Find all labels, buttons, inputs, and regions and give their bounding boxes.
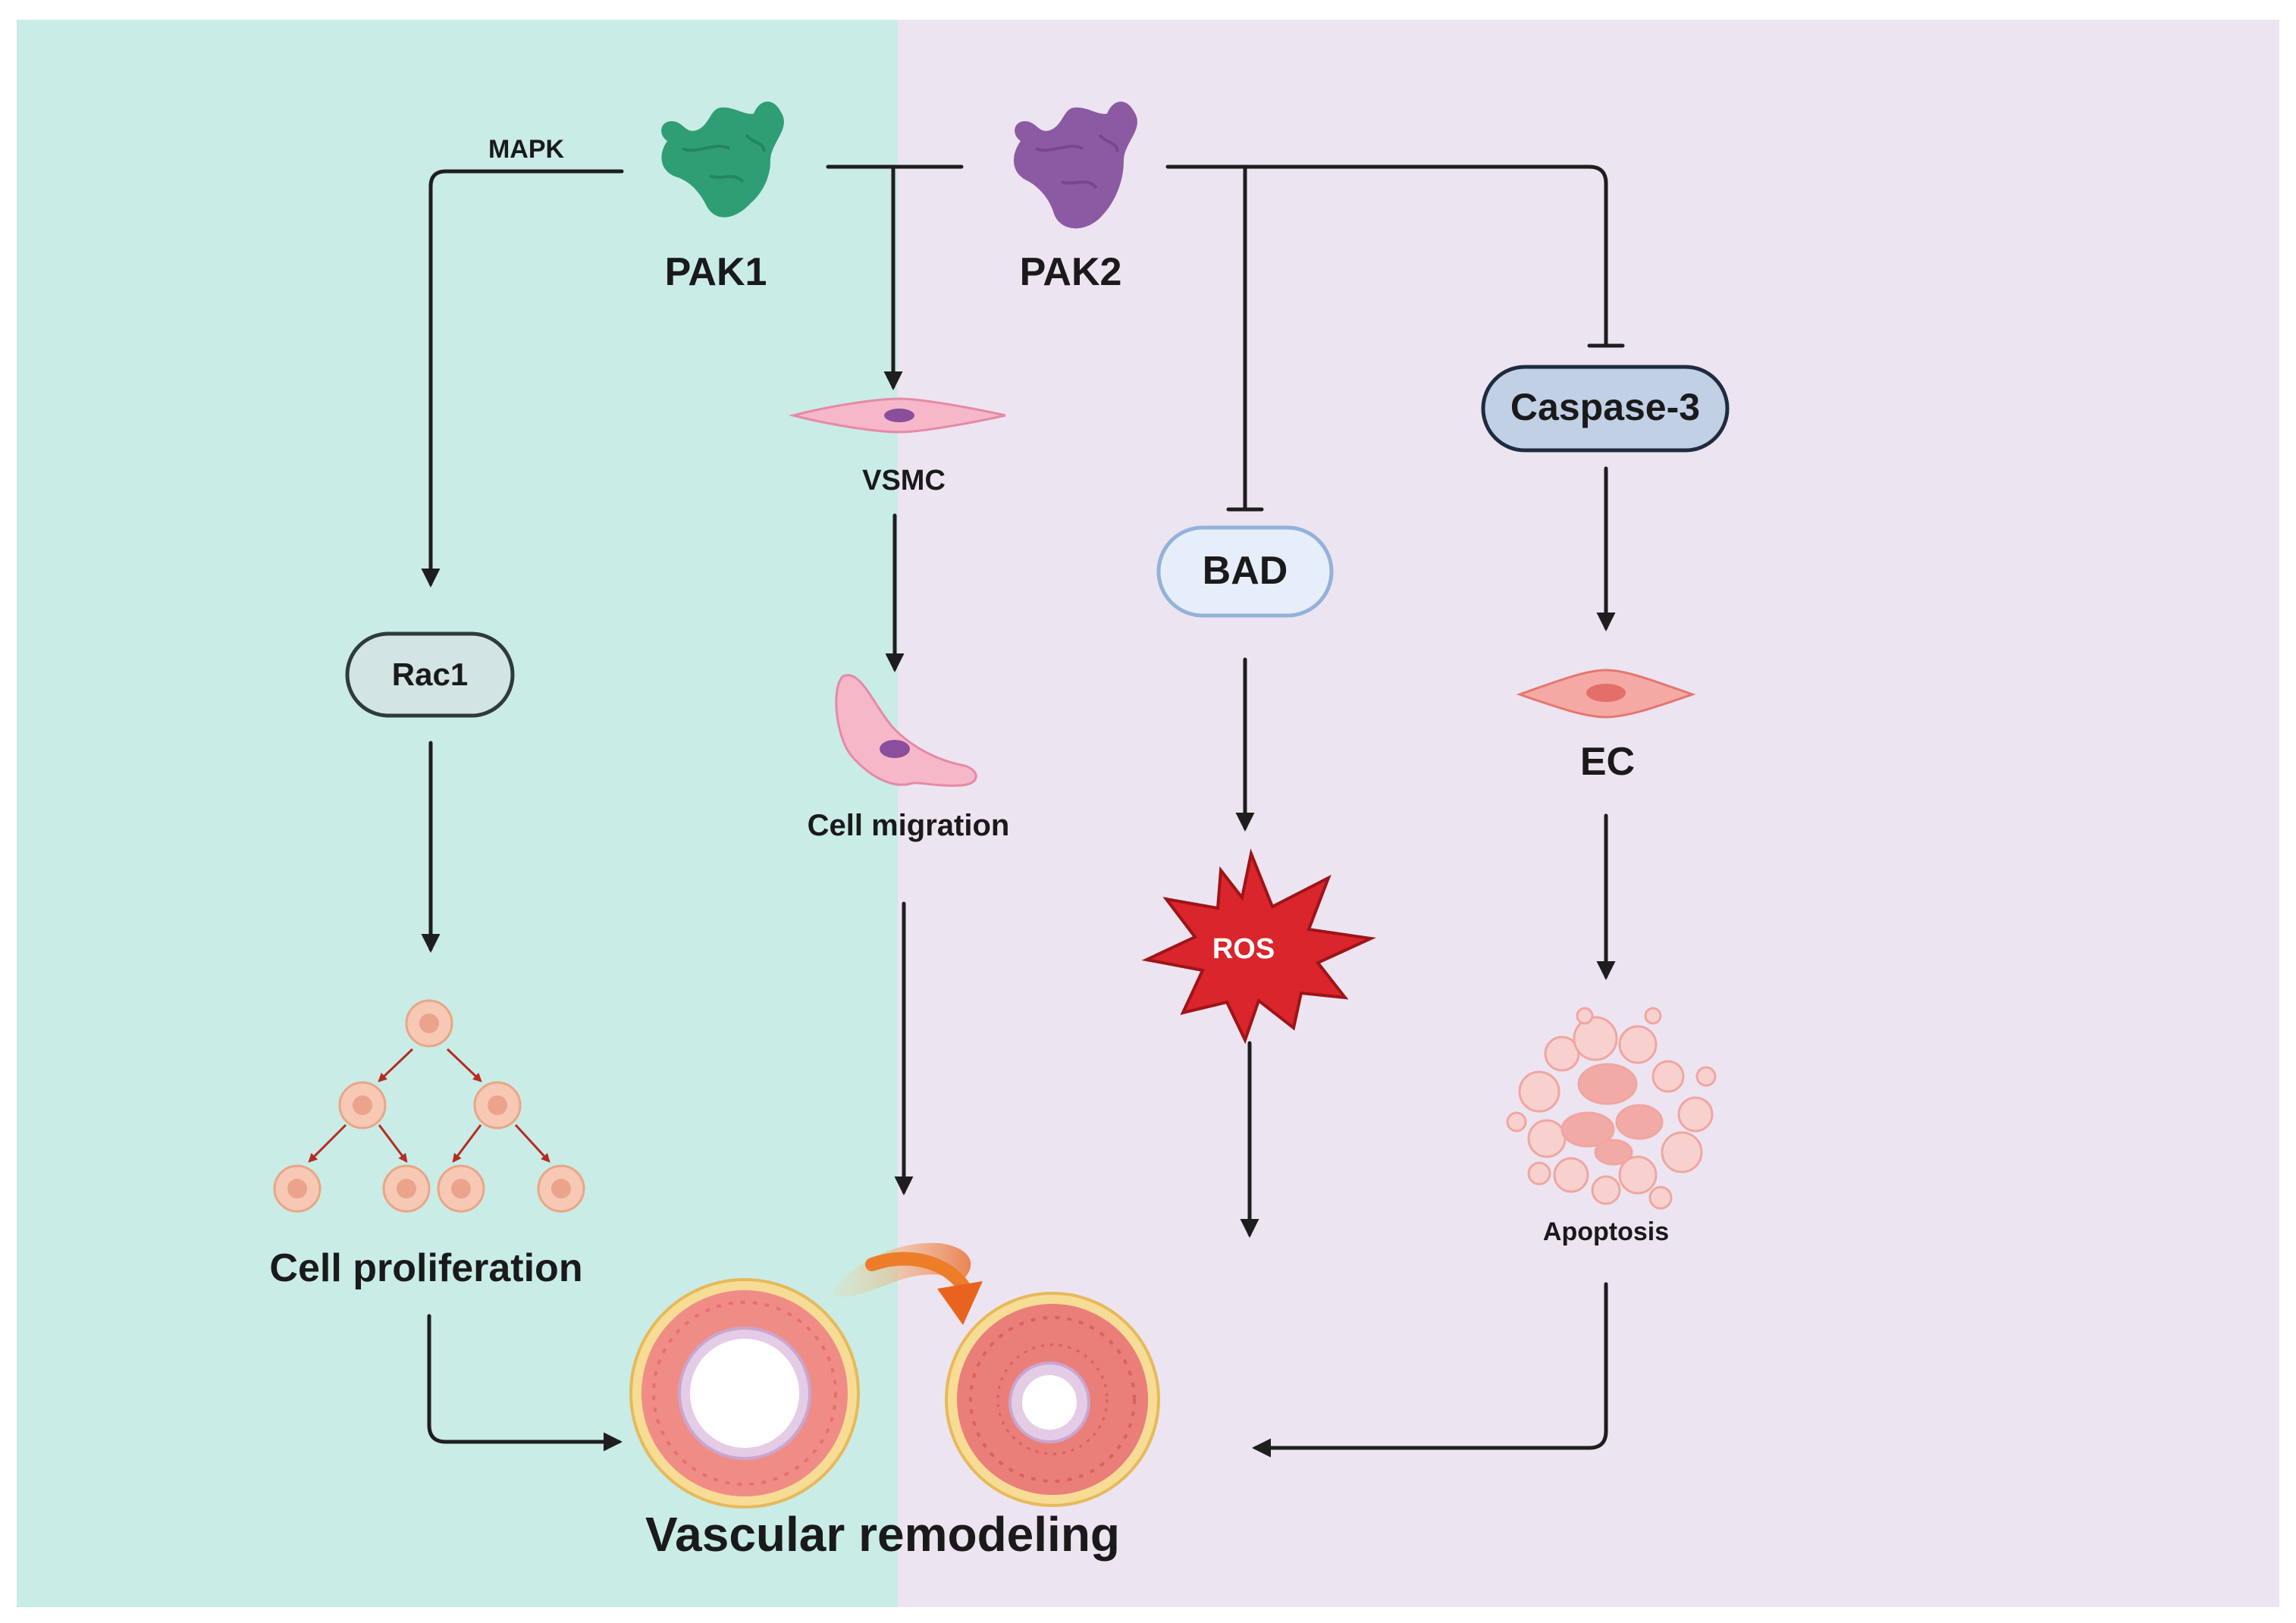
vessel-normal-icon (629, 1278, 860, 1509)
vsmc-cell-icon (789, 397, 1006, 434)
apoptosis-return-arrow (1252, 1282, 1608, 1458)
apoptosis-label: Apoptosis (1543, 1217, 1669, 1246)
cell-migration-label: Cell migration (808, 809, 1010, 842)
pak2-label: PAK2 (1020, 250, 1122, 294)
bad-node (1156, 525, 1334, 618)
cell-proliferation-label: Cell proliferation (269, 1246, 582, 1290)
rac1-label: Rac1 (392, 656, 468, 692)
bad-label: BAD (1203, 549, 1288, 593)
mapk-line (421, 169, 624, 587)
ec-cell-icon (1516, 669, 1696, 719)
proliferation-return-arrow (427, 1314, 623, 1452)
ec-label: EC (1580, 740, 1635, 784)
migrating-cell-icon (835, 674, 977, 787)
mapk-label: MAPK (488, 135, 565, 164)
pak2-right-line (1165, 164, 1608, 348)
pak2-protein-icon (1013, 101, 1137, 229)
ros-label: ROS (1212, 933, 1275, 965)
vascular-remodeling-label: Vascular remodeling (645, 1507, 1120, 1562)
proliferation-tree-icon (273, 999, 585, 1213)
rac1-node (345, 631, 515, 718)
caspase3-node (1481, 365, 1730, 453)
curved-transition-arrow (831, 1242, 983, 1325)
apoptosis-cluster-icon (1506, 1007, 1717, 1210)
caspase3-label: Caspase-3 (1510, 386, 1700, 428)
vsmc-label: VSMC (862, 465, 946, 497)
pak1-label: PAK1 (665, 250, 767, 294)
connectors (421, 164, 1625, 1458)
ros-starburst-icon (1141, 848, 1376, 1045)
pak1-protein-icon (661, 101, 784, 218)
vessel-remodeled-icon (945, 1292, 1160, 1507)
